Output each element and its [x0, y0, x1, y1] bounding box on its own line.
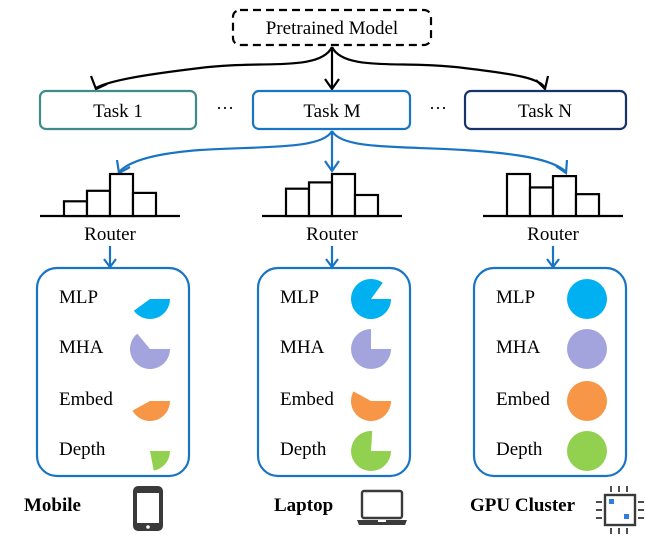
gpu-chip-icon — [596, 486, 644, 534]
pie-embed — [132, 401, 170, 422]
histogram-bar-2 — [528, 186, 555, 218]
component-label-mlp: MLP — [496, 287, 535, 308]
component-panel-gpu-cluster — [472, 266, 628, 478]
pie-mha — [351, 329, 391, 369]
device-label-gpu-cluster: GPU Cluster — [470, 495, 576, 516]
pie-mha — [130, 333, 170, 369]
histogram-bar-4 — [574, 193, 601, 218]
task-m-label: Task M — [303, 101, 360, 122]
router-histogram-mobile — [40, 172, 180, 218]
ellipsis-right: ··· — [429, 98, 447, 118]
pretrained-model-node: Pretrained Model — [231, 8, 433, 47]
component-label-depth: Depth — [496, 439, 543, 460]
laptop-icon — [357, 489, 407, 525]
pie-depth — [567, 431, 607, 471]
component-row-embed: Embed — [496, 381, 607, 421]
pie-mlp — [351, 279, 391, 319]
histogram-bar-2 — [307, 181, 334, 218]
arrow-to-gpu-router — [331, 130, 567, 173]
component-label-mlp: MLP — [59, 287, 98, 308]
histogram-bar-2 — [85, 189, 112, 218]
pie-depth — [351, 430, 391, 472]
component-label-mlp: MLP — [280, 287, 319, 308]
router-label-laptop: Router — [306, 224, 358, 245]
smartphone-icon — [133, 486, 163, 531]
component-row-mha: MHA — [496, 329, 607, 369]
router-label-gpu-cluster: Router — [527, 224, 579, 245]
component-label-embed: Embed — [280, 389, 334, 410]
root-to-task-arrows — [89, 46, 550, 92]
pie-embed — [351, 391, 391, 422]
router-label-mobile: Router — [84, 224, 136, 245]
arrowhead-task-n — [535, 75, 550, 92]
pretrained-model-label: Pretrained Model — [266, 18, 398, 39]
component-row-mlp: MLP — [280, 279, 391, 319]
router-histogram-gpu-cluster — [483, 172, 623, 218]
pie-mha — [567, 329, 607, 369]
histogram-bar-3 — [108, 172, 135, 218]
component-label-mha: MHA — [280, 337, 325, 358]
component-row-mlp: MLP — [496, 279, 607, 319]
task-m-box — [251, 89, 412, 131]
ellipsis-left: ··· — [216, 98, 234, 118]
task-m-node: Task M — [251, 89, 412, 131]
arrow-to-task-n — [331, 46, 546, 89]
router-histogram-laptop — [262, 172, 402, 218]
component-label-depth: Depth — [280, 439, 327, 460]
task-1-node: Task 1 — [38, 89, 198, 131]
component-label-depth: Depth — [59, 439, 106, 460]
arrowhead-mobile-router — [115, 159, 131, 175]
component-row-mha: MHA — [59, 333, 170, 369]
device-label-laptop: Laptop — [274, 495, 333, 516]
component-row-mlp: MLP — [59, 287, 170, 320]
histogram-bar-3 — [330, 172, 357, 218]
histogram-bar-1 — [62, 200, 89, 218]
arrowhead-task-m — [324, 78, 340, 91]
component-row-depth: Depth — [496, 431, 607, 471]
component-label-embed: Embed — [496, 389, 550, 410]
task-to-router-arrows — [115, 130, 569, 176]
histogram-bar-3 — [551, 175, 578, 218]
component-row-embed: Embed — [280, 389, 391, 422]
histogram-bar-1 — [505, 172, 532, 218]
arrowhead-task-1 — [89, 75, 108, 91]
component-label-mha: MHA — [496, 337, 541, 358]
component-row-mha: MHA — [280, 329, 391, 369]
arrowhead-laptop-router — [324, 160, 340, 173]
task-1-label: Task 1 — [93, 101, 143, 122]
component-label-mha: MHA — [59, 337, 104, 358]
task-n-box — [463, 89, 628, 131]
pie-mlp — [133, 299, 170, 320]
task-n-node: Task N — [463, 89, 628, 131]
device-label-mobile: Mobile — [24, 495, 81, 516]
arrowhead-gpu-router — [555, 159, 569, 176]
histogram-bar-4 — [131, 191, 158, 218]
arrow-to-mobile-router — [118, 130, 333, 173]
component-row-embed: Embed — [59, 389, 170, 422]
histogram-bar-4 — [353, 193, 380, 218]
arrow-to-task-1 — [95, 46, 333, 89]
component-label-embed: Embed — [59, 389, 113, 410]
component-panel-laptop — [256, 266, 412, 478]
pie-depth — [150, 451, 170, 471]
task-n-label: Task N — [518, 101, 572, 122]
pretrained-model-box — [231, 8, 433, 47]
pie-embed — [567, 381, 607, 421]
pie-mlp — [567, 279, 607, 319]
component-row-depth: Depth — [59, 439, 170, 471]
histogram-bar-1 — [284, 187, 311, 218]
task-1-box — [38, 89, 198, 131]
component-row-depth: Depth — [280, 430, 391, 472]
component-panel-mobile — [35, 266, 191, 478]
